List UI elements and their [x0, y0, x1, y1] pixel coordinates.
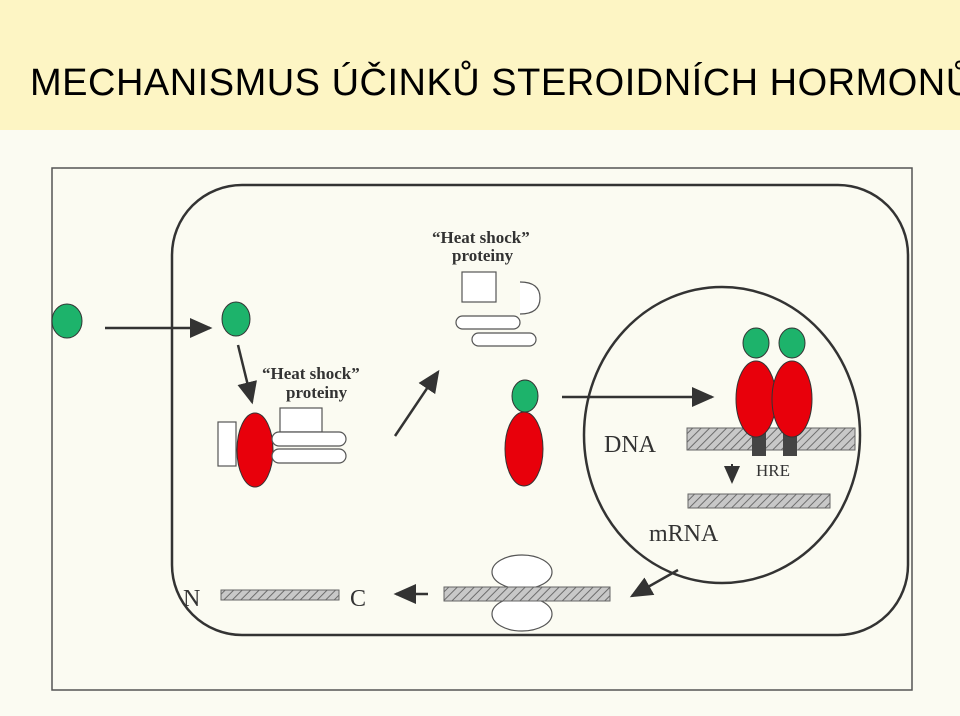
hsp-complex-bar-2 [271, 448, 347, 464]
protein-c-label: C [350, 586, 366, 612]
hsp-complex-block-top [279, 407, 323, 433]
protein-chain [220, 589, 340, 601]
hsp-top-label-line1: “Heat shock” [432, 228, 530, 247]
hsp-complex-block-left [217, 421, 237, 467]
ribosome-large-subunit [491, 596, 553, 632]
hsp-complex-label-line1: “Heat shock” [262, 364, 360, 383]
arrow-hormone-to-complex [236, 344, 257, 405]
figure-frame [51, 167, 913, 691]
hsp-free-bar-2 [471, 332, 537, 347]
title-band [0, 0, 960, 130]
dna-strand [686, 427, 856, 451]
receptor-dimer-left [735, 360, 777, 438]
hsp-complex-label-line2: proteiny [286, 383, 348, 402]
hsp-free-arc [519, 281, 541, 315]
mrna-strand [687, 493, 831, 509]
slide-title: MECHANISMUS ÚČINKŮ STEROIDNÍCH HORMONŮ [30, 62, 960, 104]
mrna-label: mRNA [649, 521, 719, 547]
hormone-dimer-left [742, 327, 770, 359]
hormone-intracellular [221, 301, 251, 337]
cell-membrane [170, 183, 910, 637]
receptor-dimer-right [771, 360, 813, 438]
hormone-bound [511, 379, 539, 413]
protein-n-label: N [183, 586, 200, 612]
hormone-extracellular [51, 303, 83, 339]
hsp-complex-bar-1 [271, 431, 347, 447]
dna-label: DNA [604, 432, 657, 458]
receptor-inactive [236, 412, 274, 488]
hsp-top-label-line2: proteiny [452, 246, 514, 265]
hre-label: HRE [756, 461, 790, 480]
hormone-dimer-right [778, 327, 806, 359]
nucleus [582, 285, 862, 585]
hsp-free-block [461, 271, 497, 303]
mrna-cytoplasmic [443, 586, 611, 602]
ribosome-small-subunit [491, 554, 553, 590]
hsp-free-bar-1 [455, 315, 521, 330]
arrow-mrna-export [629, 568, 679, 598]
receptor-active [504, 411, 544, 487]
arrow-hsp-release [393, 369, 440, 437]
